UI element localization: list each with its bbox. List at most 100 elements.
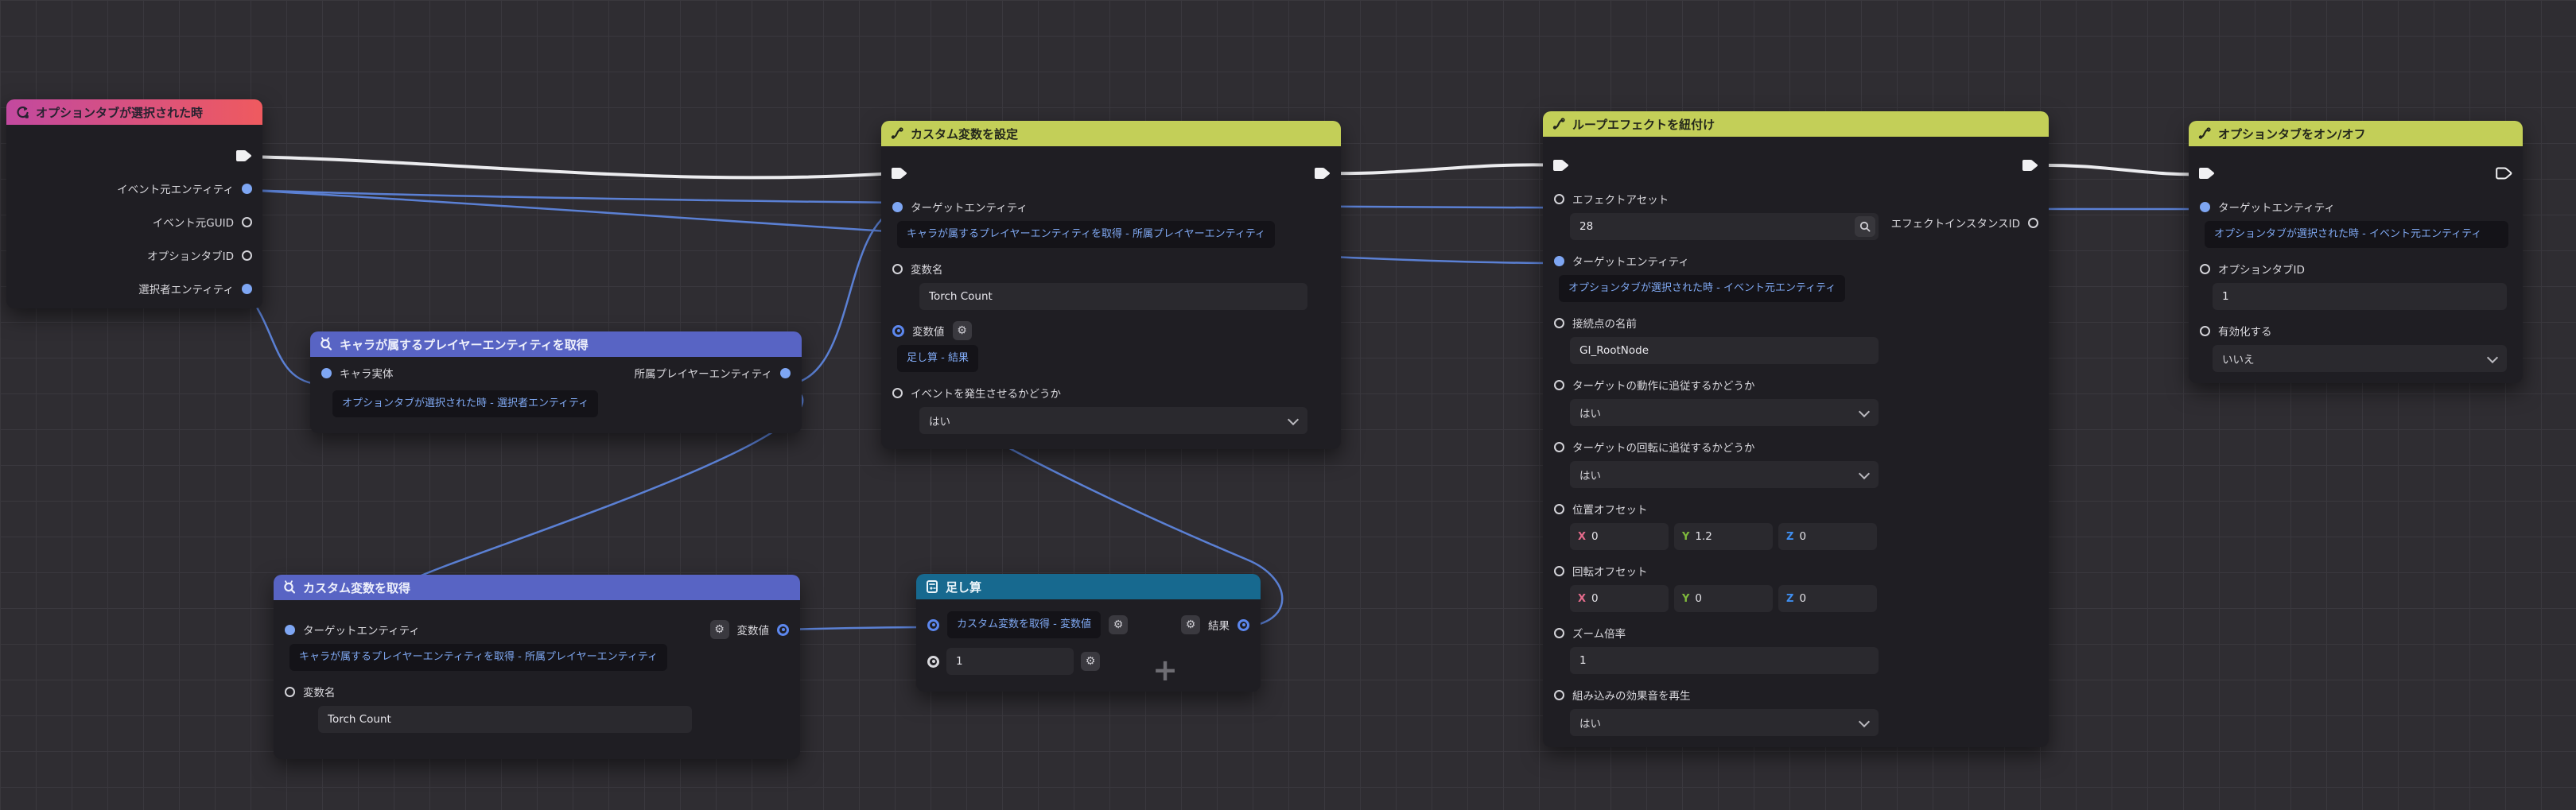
input-port-target-entity[interactable] xyxy=(1554,255,1564,266)
wire-exec-event-to-setvar[interactable] xyxy=(247,155,896,180)
target-link-chip[interactable]: キャラが属するプレイヤーエンティティを取得 - 所属プレイヤーエンティティ xyxy=(289,644,668,671)
input-port-chara[interactable] xyxy=(321,367,332,378)
var-name-input[interactable] xyxy=(919,283,1307,310)
var-name-input[interactable] xyxy=(318,706,692,733)
gear-icon[interactable]: ⚙ xyxy=(1108,615,1128,634)
node-addition[interactable]: 足し算 カスタム変数を取得 - 変数値 ⚙ ⚙ 結果 ⚙ + xyxy=(916,574,1261,692)
output-label: 選択者エンティティ xyxy=(138,284,234,296)
node-get-player-entity[interactable]: キャラが属するプレイヤーエンティティを取得 キャラ実体 所属プレイヤーエンティテ… xyxy=(310,331,802,433)
target-link-chip[interactable]: オプションタブが選択された時 - イベント元エンティティ xyxy=(2205,221,2508,248)
input-label: 変数名 xyxy=(911,264,943,277)
node-header[interactable]: キャラが属するプレイヤーエンティティを取得 xyxy=(310,331,802,357)
output-port-player-entity[interactable] xyxy=(780,367,791,378)
wire-getvar-to-addition[interactable] xyxy=(782,626,936,631)
node-header[interactable]: オプションタブが選択された時 xyxy=(6,99,262,125)
output-port-variable-value[interactable] xyxy=(777,623,789,636)
value-link-chip[interactable]: 足し算 - 結果 xyxy=(897,345,978,372)
node-header[interactable]: ループエフェクトを紐付け xyxy=(1543,111,2049,137)
output-port-selector-entity[interactable] xyxy=(242,283,252,294)
node-header[interactable]: 足し算 xyxy=(916,574,1261,599)
input-port-zoom-factor[interactable] xyxy=(1554,627,1564,638)
exec-input-pin[interactable] xyxy=(2198,167,2216,180)
input-port-tab-id[interactable] xyxy=(2200,263,2210,274)
target-link-chip[interactable]: キャラが属するプレイヤーエンティティを取得 - 所属プレイヤーエンティティ xyxy=(897,221,1276,248)
output-port-tab-id[interactable] xyxy=(242,250,252,261)
input-port-target-entity[interactable] xyxy=(2200,201,2210,212)
input-port-target-entity[interactable] xyxy=(892,201,903,212)
node-toggle-option-tab[interactable]: オプションタブをオン/オフ ターゲットエンティティ オプションタブが選択された時… xyxy=(2189,121,2523,383)
follow-motion-select[interactable]: はい xyxy=(1570,399,1879,426)
operand-a-link-chip[interactable]: カスタム変数を取得 - 変数値 xyxy=(947,611,1101,638)
node-header[interactable]: カスタム変数を設定 xyxy=(881,121,1341,146)
exec-input-pin[interactable] xyxy=(891,167,908,180)
gear-icon[interactable]: ⚙ xyxy=(952,321,972,340)
input-port-var-name[interactable] xyxy=(892,263,903,274)
tab-id-input[interactable] xyxy=(2213,283,2507,310)
input-port-var-name[interactable] xyxy=(285,686,295,697)
action-spline-icon xyxy=(2198,127,2211,139)
gear-icon[interactable]: ⚙ xyxy=(1081,652,1100,671)
node-on-tab-selected[interactable]: オプションタブが選択された時 イベント元エンティティ イベント元GUID オプシ… xyxy=(6,99,262,308)
axis-y-label: Y xyxy=(1682,592,1690,605)
input-port-var-value[interactable] xyxy=(892,324,904,337)
input-port-follow-rotation[interactable] xyxy=(1554,441,1564,452)
chevron-down-icon xyxy=(1287,413,1300,426)
output-port-source-entity[interactable] xyxy=(242,183,252,194)
operand-b-input[interactable] xyxy=(946,648,1074,675)
wire-exec-setvar-to-fx[interactable] xyxy=(1321,163,1564,176)
fire-event-select[interactable]: はい xyxy=(919,407,1307,434)
input-port-socket-name[interactable] xyxy=(1554,317,1564,328)
input-port-fire-event[interactable] xyxy=(892,387,903,398)
wire-exec-fx-to-toggle[interactable] xyxy=(2029,163,2209,176)
output-port-result[interactable] xyxy=(1237,618,1249,631)
event-icon xyxy=(17,107,29,118)
node-set-custom-var[interactable]: カスタム変数を設定 ターゲットエンティティ キャラが属するプレイヤーエンティティ… xyxy=(881,121,1341,449)
enable-select[interactable]: いいえ xyxy=(2213,345,2507,372)
input-port-operand-b[interactable] xyxy=(927,655,939,668)
action-spline-icon xyxy=(1552,118,1565,130)
input-port-follow-motion[interactable] xyxy=(1554,379,1564,390)
exec-output-pin[interactable] xyxy=(2022,159,2039,172)
input-label: オプションタブID xyxy=(2218,264,2305,277)
exec-output-pin[interactable] xyxy=(1314,167,1331,180)
select-value: はい xyxy=(1579,408,1601,421)
exec-output-pin-unconnected[interactable] xyxy=(2496,167,2513,180)
input-port-effect-asset[interactable] xyxy=(1554,193,1564,204)
target-link-chip[interactable]: オプションタブが選択された時 - イベント元エンティティ xyxy=(1559,275,1846,302)
input-port-target-entity[interactable] xyxy=(285,624,295,635)
exec-output-pin[interactable] xyxy=(235,149,253,162)
input-port-builtin-sfx[interactable] xyxy=(1554,689,1564,700)
input-port-operand-a[interactable] xyxy=(927,618,939,631)
node-attach-loop-effect[interactable]: ループエフェクトを紐付け エフェクトインスタンスID エフェクトアセット xyxy=(1543,111,2049,747)
input-port-rotation-offset[interactable] xyxy=(1554,565,1564,576)
gear-icon[interactable]: ⚙ xyxy=(1181,615,1200,634)
follow-rotation-select[interactable]: はい xyxy=(1570,461,1879,488)
node-header[interactable]: オプションタブをオン/オフ xyxy=(2189,121,2523,146)
axis-value: 0 xyxy=(1695,592,1703,605)
node-get-custom-var[interactable]: カスタム変数を取得 ターゲットエンティティ ⚙ 変数値 キャラが属するプレイヤー… xyxy=(274,575,800,759)
zoom-factor-input[interactable] xyxy=(1570,647,1879,674)
input-port-position-offset[interactable] xyxy=(1554,503,1564,514)
input-port-enable[interactable] xyxy=(2200,325,2210,336)
wire-player-to-setvar-target[interactable] xyxy=(784,207,899,386)
input-label: 接続点の名前 xyxy=(1572,318,1637,331)
output-port-source-guid[interactable] xyxy=(242,216,252,227)
chevron-down-icon xyxy=(1858,467,1871,480)
search-asset-button[interactable] xyxy=(1855,216,1875,237)
node-header[interactable]: カスタム変数を取得 xyxy=(274,575,800,600)
output-port-instance-id[interactable] xyxy=(2028,217,2038,228)
gear-icon[interactable]: ⚙ xyxy=(709,620,729,639)
exec-input-pin[interactable] xyxy=(1552,159,1570,172)
effect-asset-input[interactable] xyxy=(1570,213,1879,240)
input-label: 変数名 xyxy=(303,687,336,700)
input-link-chip[interactable]: オプションタブが選択された時 - 選択者エンティティ xyxy=(332,390,599,417)
builtin-sfx-select[interactable]: はい xyxy=(1570,709,1879,736)
socket-name-input[interactable] xyxy=(1570,337,1879,364)
